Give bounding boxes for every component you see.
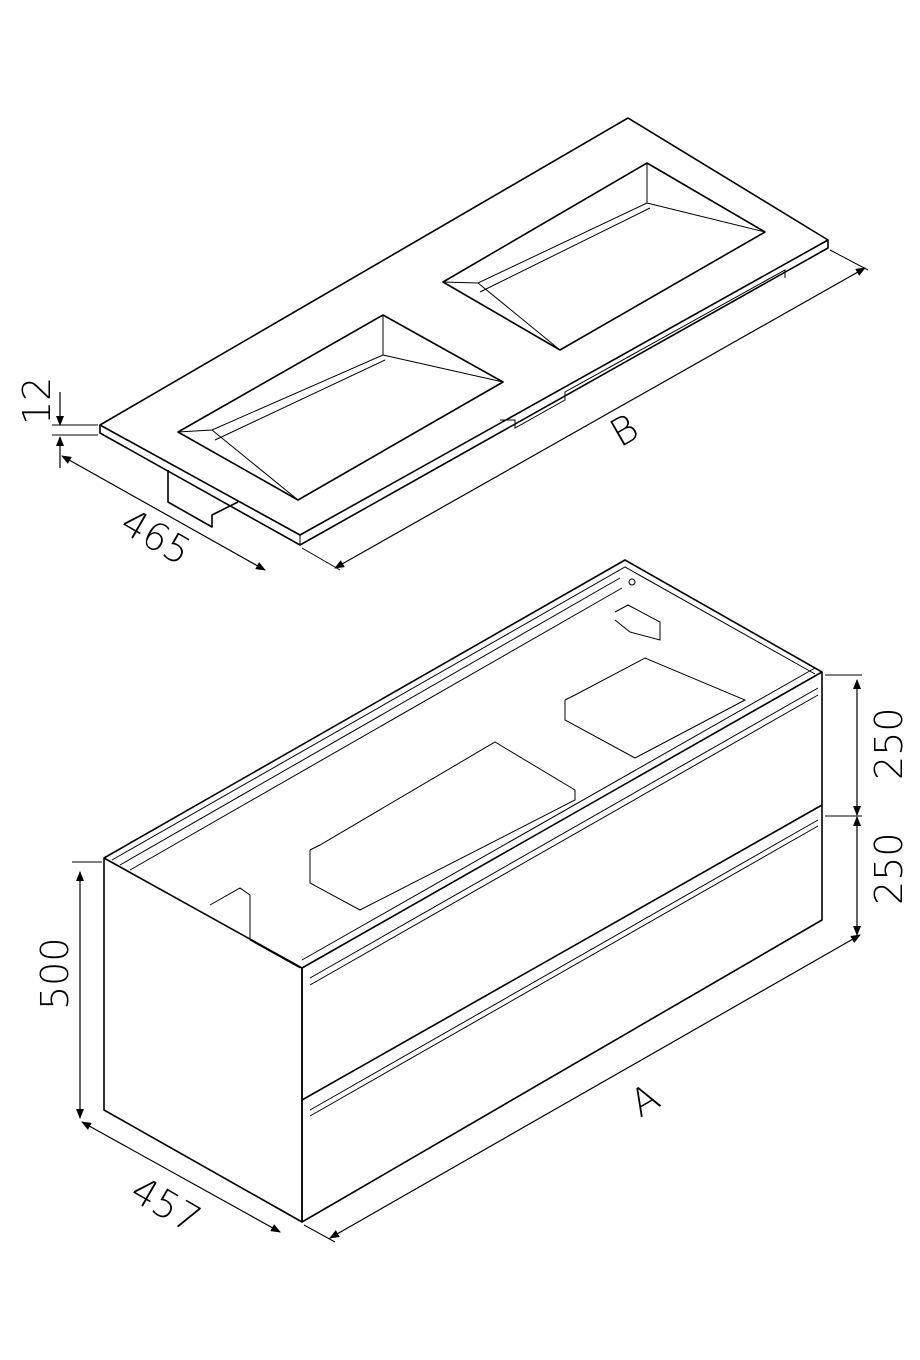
cabinet-front: [301, 671, 823, 1223]
countertop-front-edge: [99, 240, 829, 546]
countertop-support-left: [167, 470, 239, 528]
cabinet-inner-rim: [111, 566, 816, 861]
drawer-division: [301, 804, 823, 1101]
dimension-cabinet-depth: 457: [81, 1121, 281, 1242]
cabinet-side-panel: [103, 857, 303, 1223]
dimension-countertop-depth: 465: [61, 455, 266, 574]
label-drawer-top: 250: [867, 707, 911, 780]
label-cabinet-depth: 457: [124, 1168, 209, 1242]
label-countertop-width: B: [603, 405, 647, 456]
mount-hole: [628, 578, 636, 586]
drawer-top-handle: [309, 687, 819, 979]
cabinet-rail: [119, 577, 621, 866]
hinge-bracket: [614, 604, 661, 641]
dimension-drawer-bottom: 250: [825, 815, 911, 936]
dimension-countertop-width: B: [301, 249, 869, 571]
cabinet-rail: [129, 587, 623, 871]
cabinet-top-back: [103, 559, 823, 859]
drawer-box-left: [209, 887, 301, 969]
countertop-support-rail: [500, 269, 786, 429]
dimension-cabinet-width: A: [303, 934, 861, 1243]
drawer-box-middle: [309, 741, 576, 911]
dimension-drawer-top: 250: [825, 674, 911, 816]
dimension-cabinet-height: 500: [33, 861, 102, 1119]
countertop-top-surface: [99, 117, 829, 536]
label-thickness: 12: [15, 377, 59, 425]
drawer-top-handle: [309, 694, 819, 986]
drawer-box-right: [564, 657, 747, 759]
label-cabinet-width: A: [623, 1075, 668, 1126]
dimension-thickness: 12: [15, 377, 98, 468]
cabinet: [103, 559, 823, 1223]
cabinet-front-rim: [301, 667, 816, 961]
basin-right: [442, 162, 766, 351]
drawer-bottom-handle: [309, 825, 819, 1117]
label-countertop-depth: 465: [114, 500, 199, 574]
basin-left: [177, 314, 504, 501]
label-cabinet-height: 500: [33, 937, 77, 1010]
countertop: [99, 117, 829, 546]
drawer-bottom-handle: [309, 819, 819, 1111]
label-drawer-bottom: 250: [867, 832, 911, 905]
